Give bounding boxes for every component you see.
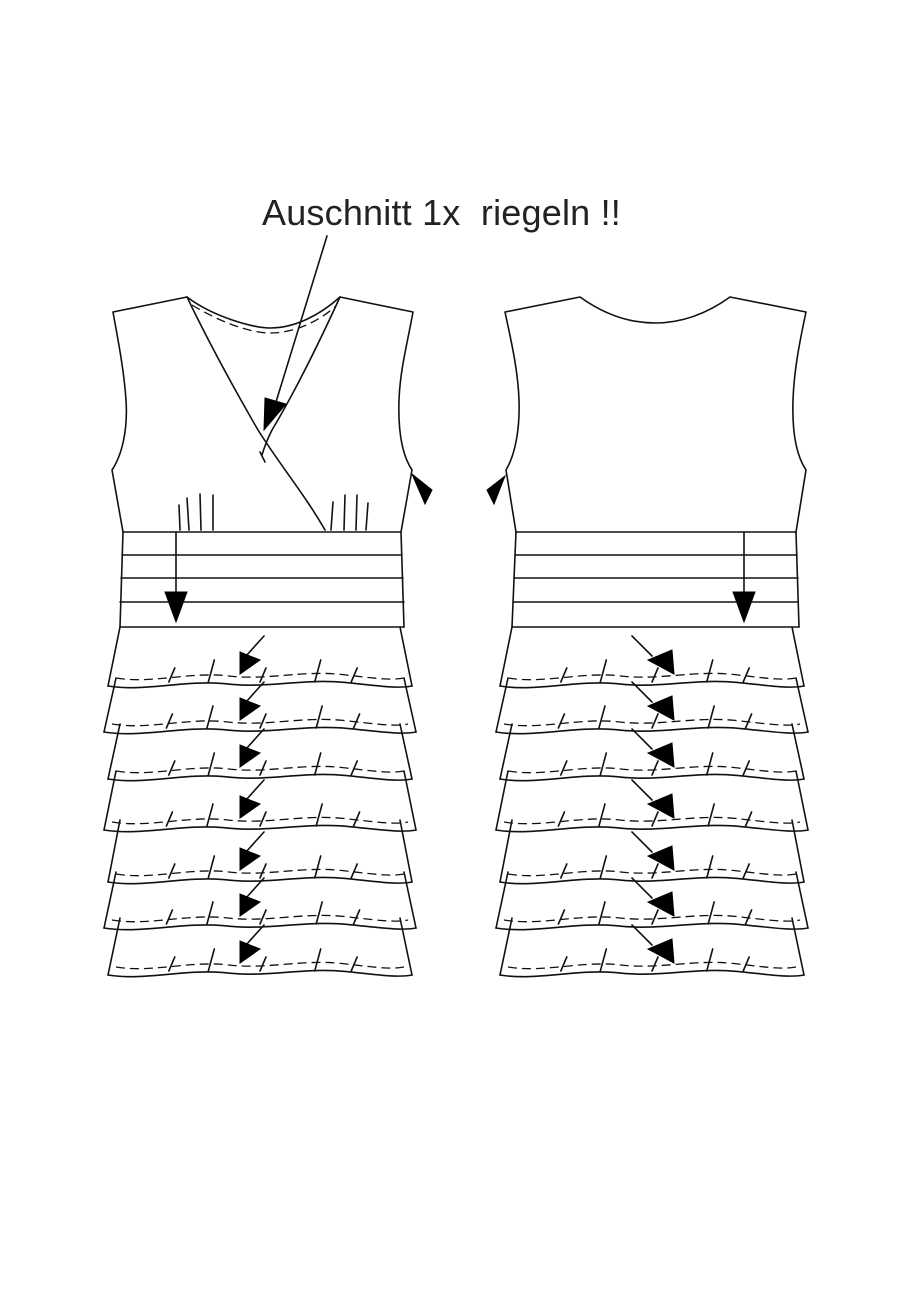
front-bodice-outline	[111, 296, 414, 533]
front-ruffle-tier	[107, 723, 413, 782]
back-ruffle-tier-arrow	[631, 877, 675, 917]
front-wrap-left	[186, 296, 326, 531]
back-bodice-outline	[504, 296, 807, 533]
front-waistband	[119, 531, 405, 628]
front-gathers-right	[330, 494, 369, 531]
back-ruffle-tier	[499, 723, 805, 782]
front-ruffle-tier	[103, 770, 417, 833]
back-ruffle-tier	[495, 677, 809, 735]
back-view	[486, 296, 807, 628]
back-waistband-arrow	[732, 531, 756, 624]
front-wrap-bartack	[259, 451, 266, 463]
back-waistband	[511, 531, 800, 628]
back-ruffle-tier	[499, 917, 805, 978]
front-ruffle-tier	[103, 677, 417, 735]
front-ruffle-tier	[103, 871, 417, 931]
back-ruffle-tier	[495, 770, 809, 833]
front-wrap-right	[261, 296, 341, 456]
front-view	[111, 296, 433, 628]
back-ruffle-tier-arrow	[631, 635, 675, 675]
front-ruffle-tier-arrow	[239, 681, 265, 721]
back-ruffle-tier-arrow	[631, 924, 675, 964]
front-ruffle-tier-arrow	[239, 728, 265, 768]
front-neck-facing	[191, 304, 337, 334]
front-ruffle-tier-arrow	[239, 924, 265, 964]
front-gathers-left	[178, 493, 214, 531]
back-ruffle-tier	[495, 871, 809, 931]
back-side-arrow	[486, 474, 507, 506]
back-ruffle-tier-arrow	[631, 681, 675, 721]
back-ruffle-tiers	[495, 626, 809, 978]
front-ruffle-tier-arrow	[239, 831, 265, 871]
front-side-arrow	[411, 473, 433, 506]
front-ruffle-tier	[107, 819, 413, 885]
front-ruffle-tiers	[103, 626, 417, 978]
back-ruffle-tier	[499, 819, 805, 885]
front-ruffle-tier-arrow	[239, 635, 265, 675]
back-ruffle-tier	[499, 626, 805, 689]
annotation-label: Auschnitt 1x riegeln !!	[262, 192, 621, 233]
front-ruffle-tier-arrow	[239, 877, 265, 917]
front-ruffle-tier	[107, 626, 413, 689]
annotation-pointer	[263, 235, 328, 432]
front-ruffle-tier-arrow	[239, 779, 265, 819]
back-ruffle-tier-arrow	[631, 831, 675, 871]
back-ruffle-tier-arrow	[631, 779, 675, 819]
front-waistband-arrow	[164, 531, 188, 624]
front-ruffle-tier	[107, 917, 413, 978]
back-ruffle-tier-arrow	[631, 728, 675, 768]
